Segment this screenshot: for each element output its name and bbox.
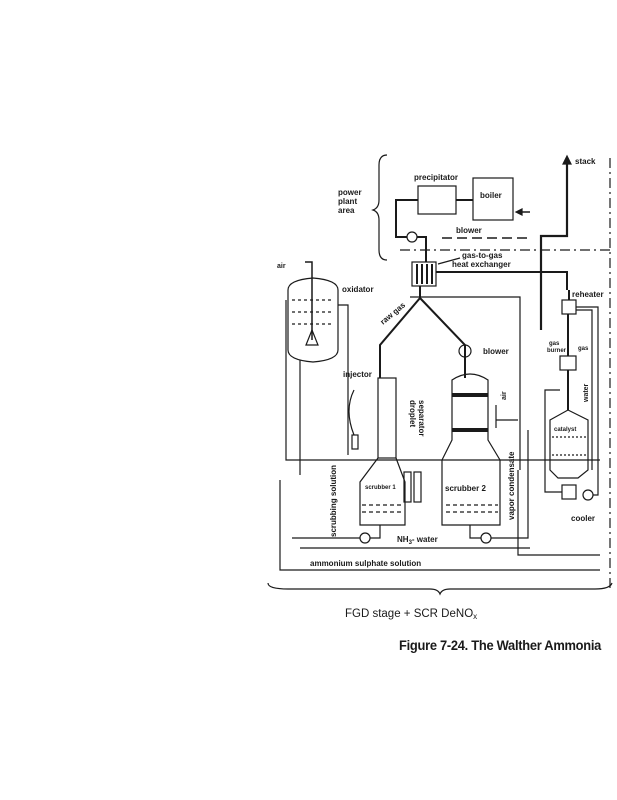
label-stack: stack	[575, 157, 596, 166]
label-air-left: air	[277, 263, 286, 270]
label-cooler: cooler	[571, 514, 595, 523]
label-gas-burner-2: burner	[547, 348, 567, 354]
water-pump-icon	[582, 489, 594, 501]
label-ammonium-sulphate: ammonium sulphate solution	[310, 559, 421, 568]
label-power: power	[338, 188, 362, 197]
label-boiler: boiler	[480, 191, 502, 200]
label-reheater: reheater	[572, 290, 604, 299]
heat-exchanger-box	[411, 261, 437, 287]
label-scrubbing-solution: scrubbing solution	[329, 465, 338, 537]
label-water: water	[583, 383, 590, 403]
blower-mid-icon	[458, 344, 472, 358]
label-air-mid: air	[501, 391, 508, 400]
label-catalyst: catalyst	[554, 427, 576, 433]
label-nh3-water: NH3- water	[397, 535, 438, 546]
label-raw-gas: raw gas	[379, 300, 408, 326]
label-gas-to-gas: gas-to-gas	[462, 251, 503, 260]
label-heat-exchanger: heat exchanger	[452, 260, 511, 269]
subcaption: FGD stage + SCR DeNOx	[345, 608, 478, 621]
label-plant: plant	[338, 197, 357, 206]
power-plant-brace	[371, 154, 388, 261]
label-scrubber2: scrubber 2	[445, 484, 486, 493]
pump-2-icon	[480, 532, 492, 544]
label-oxidator: oxidator	[342, 285, 374, 294]
precipitator-box	[417, 185, 457, 215]
label-injector: injector	[343, 370, 372, 379]
bottom-brace	[267, 582, 613, 596]
label-area: area	[338, 206, 355, 215]
gas-burner-box	[559, 355, 577, 371]
injector-column	[377, 377, 397, 459]
label-vapor-condensate: vapor condensate	[507, 451, 516, 520]
figure-caption: Figure 7-24. The Walther Ammonia	[399, 637, 602, 653]
label-gas: gas	[578, 346, 589, 352]
pump-1-icon	[359, 532, 371, 544]
oxidator-vessel	[287, 277, 339, 363]
blower-top-icon	[406, 231, 418, 243]
label-separator: separator	[417, 400, 426, 436]
cooler-box	[561, 484, 577, 500]
label-gas-burner-1: gas	[549, 341, 560, 347]
label-scrubber1: scrubber 1	[365, 485, 396, 491]
label-precipitator: precipitator	[414, 173, 458, 182]
reheater-box	[561, 299, 577, 315]
scrubber2-vessel	[441, 373, 501, 526]
label-blower-mid: blower	[483, 347, 509, 356]
label-droplet: droplet	[408, 400, 417, 427]
catalyst-reactor	[549, 409, 589, 479]
label-blower-top: blower	[456, 226, 482, 235]
